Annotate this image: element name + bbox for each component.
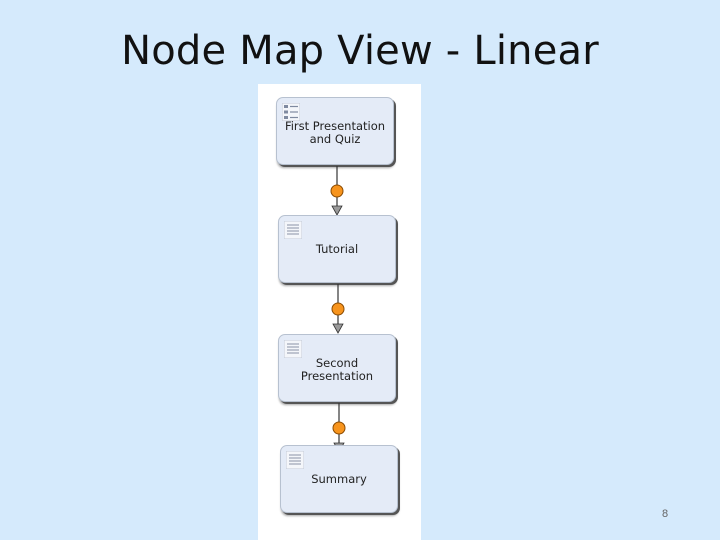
page-number: 8 xyxy=(662,508,669,520)
node-map-panel: First Presentation and Quiz Tutorial xyxy=(258,84,421,540)
node-label: Summary xyxy=(311,471,367,486)
node-label: First Presentation and Quiz xyxy=(284,119,386,146)
connector-1 xyxy=(330,166,344,216)
slide-title: Node Map View - Linear xyxy=(121,28,599,74)
connector-node-circle xyxy=(332,421,346,435)
node-tutorial[interactable]: Tutorial xyxy=(278,215,396,283)
node-first-presentation-and-quiz[interactable]: First Presentation and Quiz xyxy=(276,97,394,165)
document-icon xyxy=(286,451,304,469)
arrow-down-icon xyxy=(332,323,344,334)
arrow-down-icon xyxy=(331,205,343,216)
node-second-presentation[interactable]: Second Presentation xyxy=(278,334,396,402)
document-icon xyxy=(284,221,302,239)
connector-node-circle xyxy=(330,184,344,198)
list-icon xyxy=(282,103,300,121)
document-icon xyxy=(284,340,302,358)
node-label: Second Presentation xyxy=(300,356,374,383)
connector-2 xyxy=(331,284,345,334)
connector-node-circle xyxy=(331,302,345,316)
node-summary[interactable]: Summary xyxy=(280,445,398,513)
node-label: Tutorial xyxy=(315,241,359,256)
